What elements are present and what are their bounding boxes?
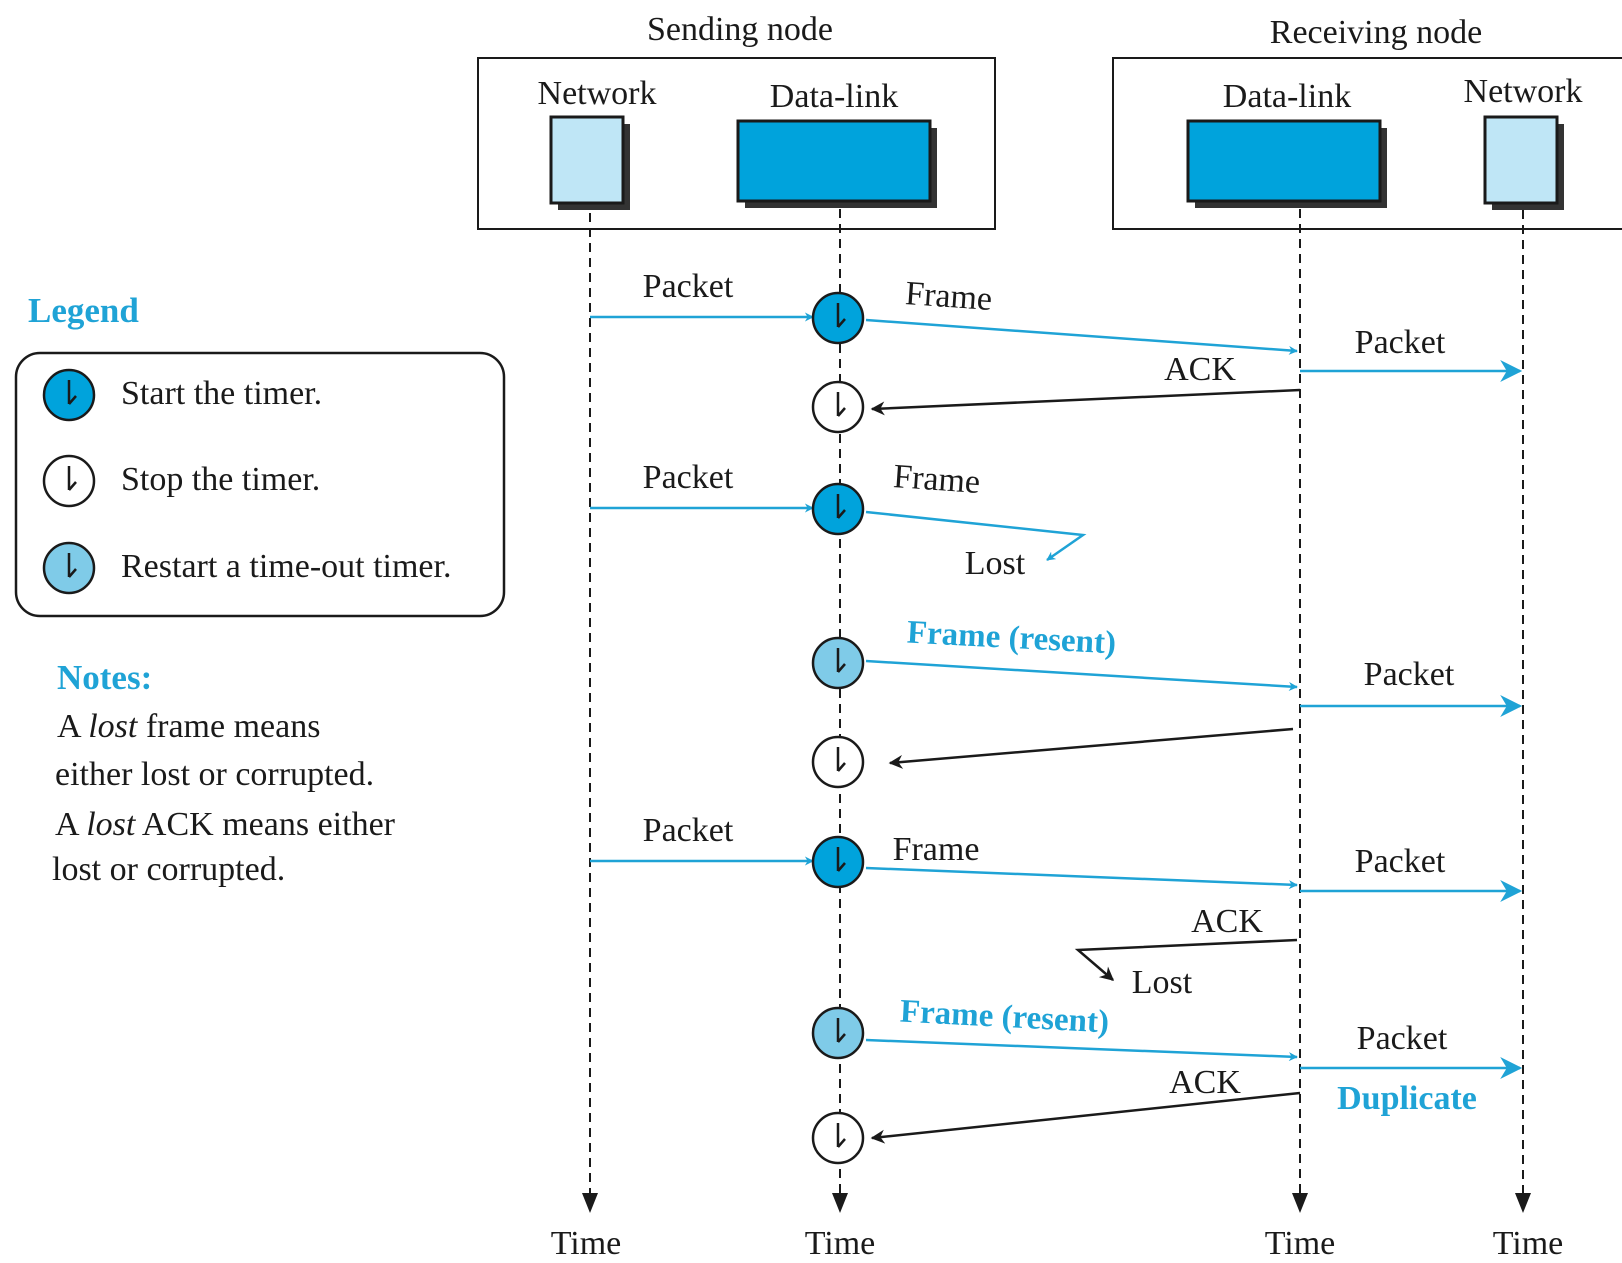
sending-node-box <box>477 57 996 230</box>
time-arrowhead <box>1515 1193 1531 1213</box>
packet-label: Packet <box>643 268 734 305</box>
sending-network-label: Network <box>538 75 657 112</box>
clock-start-icon <box>811 291 865 345</box>
receiving-network-label: Network <box>1464 73 1583 110</box>
legend-item-restart-label: Restart a time-out timer. <box>121 548 451 585</box>
notes-title: Notes: <box>57 658 152 697</box>
time-arrowhead <box>582 1193 598 1213</box>
legend-item-start-label: Start the timer. <box>121 375 322 412</box>
clock-stop-icon <box>811 380 865 434</box>
receiving-datalink-block <box>1186 119 1387 208</box>
frame-label: Frame <box>904 275 993 318</box>
ack-arrow <box>888 727 1294 769</box>
frame-arrow <box>865 866 1298 890</box>
legend-title: Legend <box>28 291 139 330</box>
receiving-datalink-label: Data-link <box>1223 78 1351 115</box>
clock-restart-icon <box>42 541 96 595</box>
packet-label: Packet <box>1357 1020 1448 1057</box>
lost-frame-arrow <box>865 510 1087 562</box>
frame-resent-arrow <box>865 659 1298 692</box>
sending-datalink-block <box>736 119 937 208</box>
sending-network-block <box>549 115 630 210</box>
lost-label: Lost <box>1132 964 1193 1001</box>
lost-label: Lost <box>965 545 1026 582</box>
duplicate-label: Duplicate <box>1337 1080 1477 1117</box>
sending-node-title: Sending node <box>647 11 833 48</box>
lost-ack-arrow <box>1074 938 1298 981</box>
frame-resent-arrow <box>865 1038 1298 1062</box>
time-arrowhead <box>832 1193 848 1213</box>
packet-label: Packet <box>1355 324 1446 361</box>
time-label: Time <box>1265 1225 1336 1262</box>
frame-resent-label: Frame (resent) <box>899 994 1110 1041</box>
notes-line-2: either lost or corrupted. <box>55 756 374 793</box>
notes-line-3: A lost ACK means either <box>55 806 396 843</box>
time-label: Time <box>805 1225 876 1262</box>
clock-start-icon <box>811 482 865 536</box>
packet-label: Packet <box>1364 656 1455 693</box>
ack-label: ACK <box>1164 351 1236 388</box>
ack-arrow <box>870 388 1301 416</box>
time-label: Time <box>1493 1225 1564 1262</box>
frame-resent-label: Frame (resent) <box>906 615 1117 662</box>
notes-line-4: lost or corrupted. <box>52 851 285 888</box>
packet-label: Packet <box>643 459 734 496</box>
legend-box <box>14 351 506 618</box>
legend-item-stop-label: Stop the timer. <box>121 461 320 498</box>
clock-stop-icon <box>811 735 865 789</box>
clock-restart-icon <box>811 636 865 690</box>
receiving-network-block <box>1483 115 1564 210</box>
receiving-node-title: Receiving node <box>1270 14 1482 51</box>
clock-start-icon <box>42 368 96 422</box>
time-label: Time <box>551 1225 622 1262</box>
clock-stop-icon <box>811 1111 865 1165</box>
ack-label: ACK <box>1169 1064 1241 1101</box>
clock-stop-icon <box>42 454 96 508</box>
frame-label: Frame <box>892 458 981 501</box>
receiving-node-box <box>1112 57 1622 230</box>
ack-label: ACK <box>1191 903 1263 940</box>
ack-arrow <box>870 1091 1301 1144</box>
frame-label: Frame <box>893 831 980 868</box>
clock-restart-icon <box>811 1006 865 1060</box>
clock-start-icon <box>811 835 865 889</box>
packet-label: Packet <box>643 812 734 849</box>
notes-line-1: A lost frame means <box>57 708 320 745</box>
sending-datalink-label: Data-link <box>770 78 898 115</box>
time-arrowhead <box>1292 1193 1308 1213</box>
frame-arrow <box>865 318 1298 355</box>
packet-label: Packet <box>1355 843 1446 880</box>
